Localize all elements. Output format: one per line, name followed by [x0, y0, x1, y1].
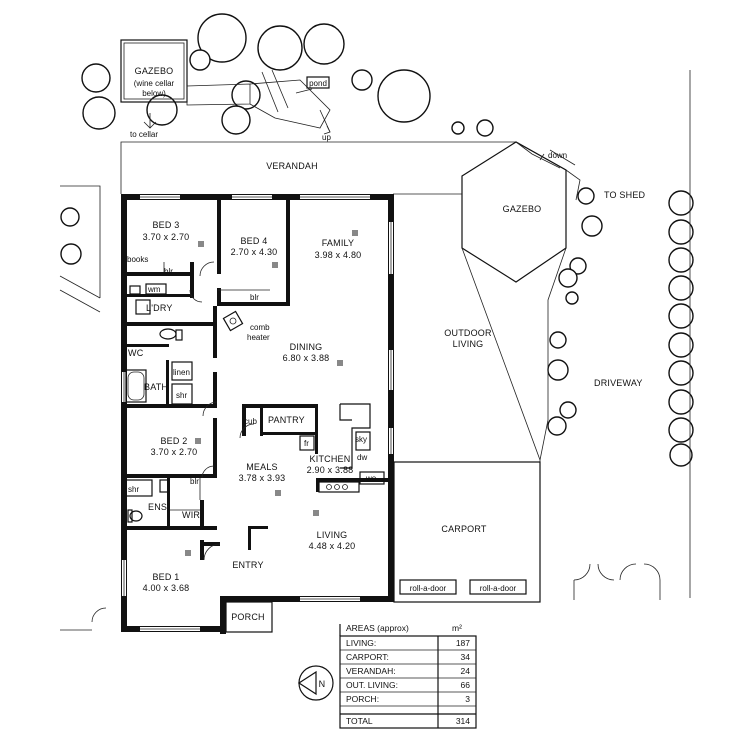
- label-to-shed: TO SHED: [604, 190, 646, 200]
- wine-cellar-gazebo: [120, 39, 331, 135]
- label-wir: WIR: [182, 510, 200, 520]
- door-swings: [60, 261, 661, 631]
- room-bed2-dims: 3.70 x 2.70: [151, 447, 198, 457]
- label-comb-1: comb: [250, 323, 270, 332]
- label-pantry: PANTRY: [268, 415, 305, 425]
- areas-unit: m²: [452, 623, 462, 633]
- areas-row-value: 187: [456, 638, 470, 648]
- room-bed2-name: BED 2: [160, 436, 187, 446]
- label-shr-ens: shr: [128, 485, 139, 494]
- label-carport: CARPORT: [441, 524, 487, 534]
- label-bath: BATH: [144, 382, 168, 392]
- porch-outline: [225, 601, 273, 633]
- garden-trees: [60, 13, 694, 467]
- label-blr-bed3: blr: [164, 267, 173, 276]
- room-bed3-dims: 3.70 x 2.70: [143, 232, 190, 242]
- label-ens: ENS: [148, 502, 167, 512]
- label-wine-cellar-2: below): [142, 89, 166, 98]
- annotation-labels: GAZEBO (wine cellar below) pond to cella…: [127, 66, 646, 622]
- label-wo: wo: [365, 474, 377, 483]
- label-wm: wm: [147, 285, 161, 294]
- label-blr-bed1: blr: [190, 477, 199, 486]
- compass-letter: N: [319, 679, 326, 689]
- label-pond: pond: [309, 79, 327, 88]
- label-roll-a-door-1: roll-a-door: [410, 584, 447, 593]
- room-meals-dims: 3.78 x 3.93: [239, 473, 286, 483]
- label-cub: cub: [244, 417, 257, 426]
- label-porch: PORCH: [231, 612, 265, 622]
- areas-row-label: LIVING:: [346, 638, 376, 648]
- areas-row-label: CARPORT:: [346, 652, 389, 662]
- room-labels: BED 3 3.70 x 2.70 BED 4 2.70 x 4.30 FAMI…: [143, 220, 362, 593]
- areas-row-label: VERANDAH:: [346, 666, 396, 676]
- room-family-dims: 3.98 x 4.80: [315, 250, 362, 260]
- label-verandah: VERANDAH: [266, 161, 318, 171]
- label-outdoor-1: OUTDOOR: [444, 328, 492, 338]
- label-wine-cellar-1: (wine cellar: [134, 79, 175, 88]
- compass-icon: N: [297, 665, 334, 701]
- areas-total-label: TOTAL: [346, 716, 373, 726]
- label-driveway: DRIVEWAY: [594, 378, 643, 388]
- areas-row-value: 34: [461, 652, 471, 662]
- room-dining-dims: 6.80 x 3.88: [283, 353, 330, 363]
- room-dining-name: DINING: [290, 342, 323, 352]
- label-up: up: [322, 133, 331, 142]
- label-books: books: [127, 255, 148, 264]
- areas-table: AREAS (approx) m² LIVING: 187 CARPORT: 3…: [339, 623, 477, 729]
- areas-row-value: 24: [461, 666, 471, 676]
- room-bed4-dims: 2.70 x 4.30: [231, 247, 278, 257]
- areas-total-value: 314: [456, 716, 470, 726]
- room-kitchen-dims: 2.90 x 3.88: [307, 465, 354, 475]
- room-meals-name: MEALS: [246, 462, 278, 472]
- label-comb-2: heater: [247, 333, 270, 342]
- label-entry: ENTRY: [232, 560, 263, 570]
- house-walls: [121, 194, 394, 634]
- areas-row-value: 3: [465, 694, 470, 704]
- label-ldry: L'DRY: [146, 303, 173, 313]
- carport-outline: [393, 461, 541, 603]
- label-sky: sky: [355, 435, 367, 444]
- label-shr-bath: shr: [176, 391, 187, 400]
- areas-row-label: OUT. LIVING:: [346, 680, 398, 690]
- label-down: down: [548, 151, 567, 160]
- label-fr: fr: [304, 439, 309, 448]
- label-blr-bed4: blr: [250, 293, 259, 302]
- label-wc: WC: [128, 348, 144, 358]
- verandah-outline: [59, 70, 691, 598]
- room-bed4-name: BED 4: [240, 236, 267, 246]
- room-bed1-dims: 4.00 x 3.68: [143, 583, 190, 593]
- label-outdoor-2: LIVING: [453, 339, 484, 349]
- areas-title: AREAS (approx): [346, 623, 409, 633]
- room-living-dims: 4.48 x 4.20: [309, 541, 356, 551]
- label-to-cellar: to cellar: [130, 130, 158, 139]
- room-kitchen-name: KITCHEN: [310, 454, 351, 464]
- areas-row-label: PORCH:: [346, 694, 379, 704]
- room-family-name: FAMILY: [322, 238, 355, 248]
- room-living-name: LIVING: [317, 530, 348, 540]
- room-bed1-name: BED 1: [152, 572, 179, 582]
- label-gazebo-top: GAZEBO: [135, 66, 174, 76]
- label-linen: linen: [173, 368, 190, 377]
- areas-row-value: 66: [461, 680, 471, 690]
- room-bed3-name: BED 3: [152, 220, 179, 230]
- label-gazebo: GAZEBO: [503, 204, 542, 214]
- label-roll-a-door-2: roll-a-door: [480, 584, 517, 593]
- fixtures: [125, 230, 385, 556]
- label-dw: dw: [357, 453, 367, 462]
